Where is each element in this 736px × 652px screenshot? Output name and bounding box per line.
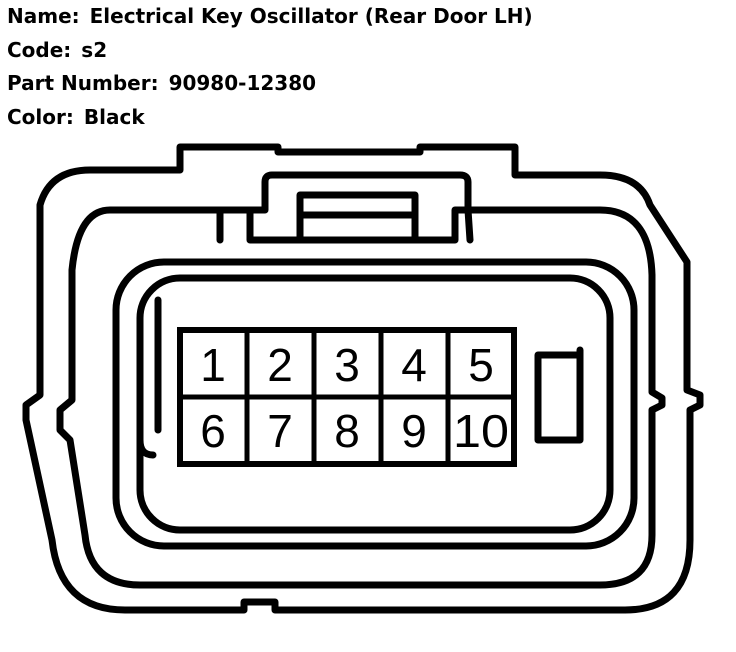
pin-number: 4 [401, 339, 427, 391]
part-number-label: Part Number: [7, 71, 159, 95]
pin-number: 8 [334, 405, 360, 457]
part-number-value: 90980-12380 [168, 71, 317, 95]
name-value: Electrical Key Oscillator (Rear Door LH) [89, 4, 533, 28]
mating-face-outer [112, 258, 638, 550]
part-number-row: Part Number: 90980-12380 [7, 67, 533, 101]
pin-number: 1 [200, 339, 226, 391]
left-guide-groove [136, 416, 157, 459]
name-label: Name: [7, 4, 80, 28]
pin-number: 10 [453, 405, 509, 457]
name-row: Name: Electrical Key Oscillator (Rear Doo… [7, 0, 533, 34]
mating-face-inner [136, 274, 614, 534]
pin-number: 3 [334, 339, 360, 391]
pin-number: 7 [267, 405, 293, 457]
code-value: s2 [81, 37, 108, 62]
side-key [534, 351, 584, 444]
housing-outer-outline [22, 143, 704, 614]
color-row: Color: Black [7, 101, 533, 135]
pin-number: 6 [200, 405, 226, 457]
pin-number: 9 [401, 405, 427, 457]
code-row: Code: s2 [7, 34, 533, 68]
color-label: Color: [7, 104, 74, 129]
code-label: Code: [7, 37, 72, 62]
color-value: Black [83, 104, 145, 129]
pin-number: 2 [267, 339, 293, 391]
pin-number: 5 [468, 339, 494, 391]
housing-inner-outline [56, 206, 666, 589]
pin-grid [177, 327, 517, 467]
connector-info: Name: Electrical Key Oscillator (Rear Doo… [7, 0, 533, 134]
lock-tab [216, 171, 474, 244]
